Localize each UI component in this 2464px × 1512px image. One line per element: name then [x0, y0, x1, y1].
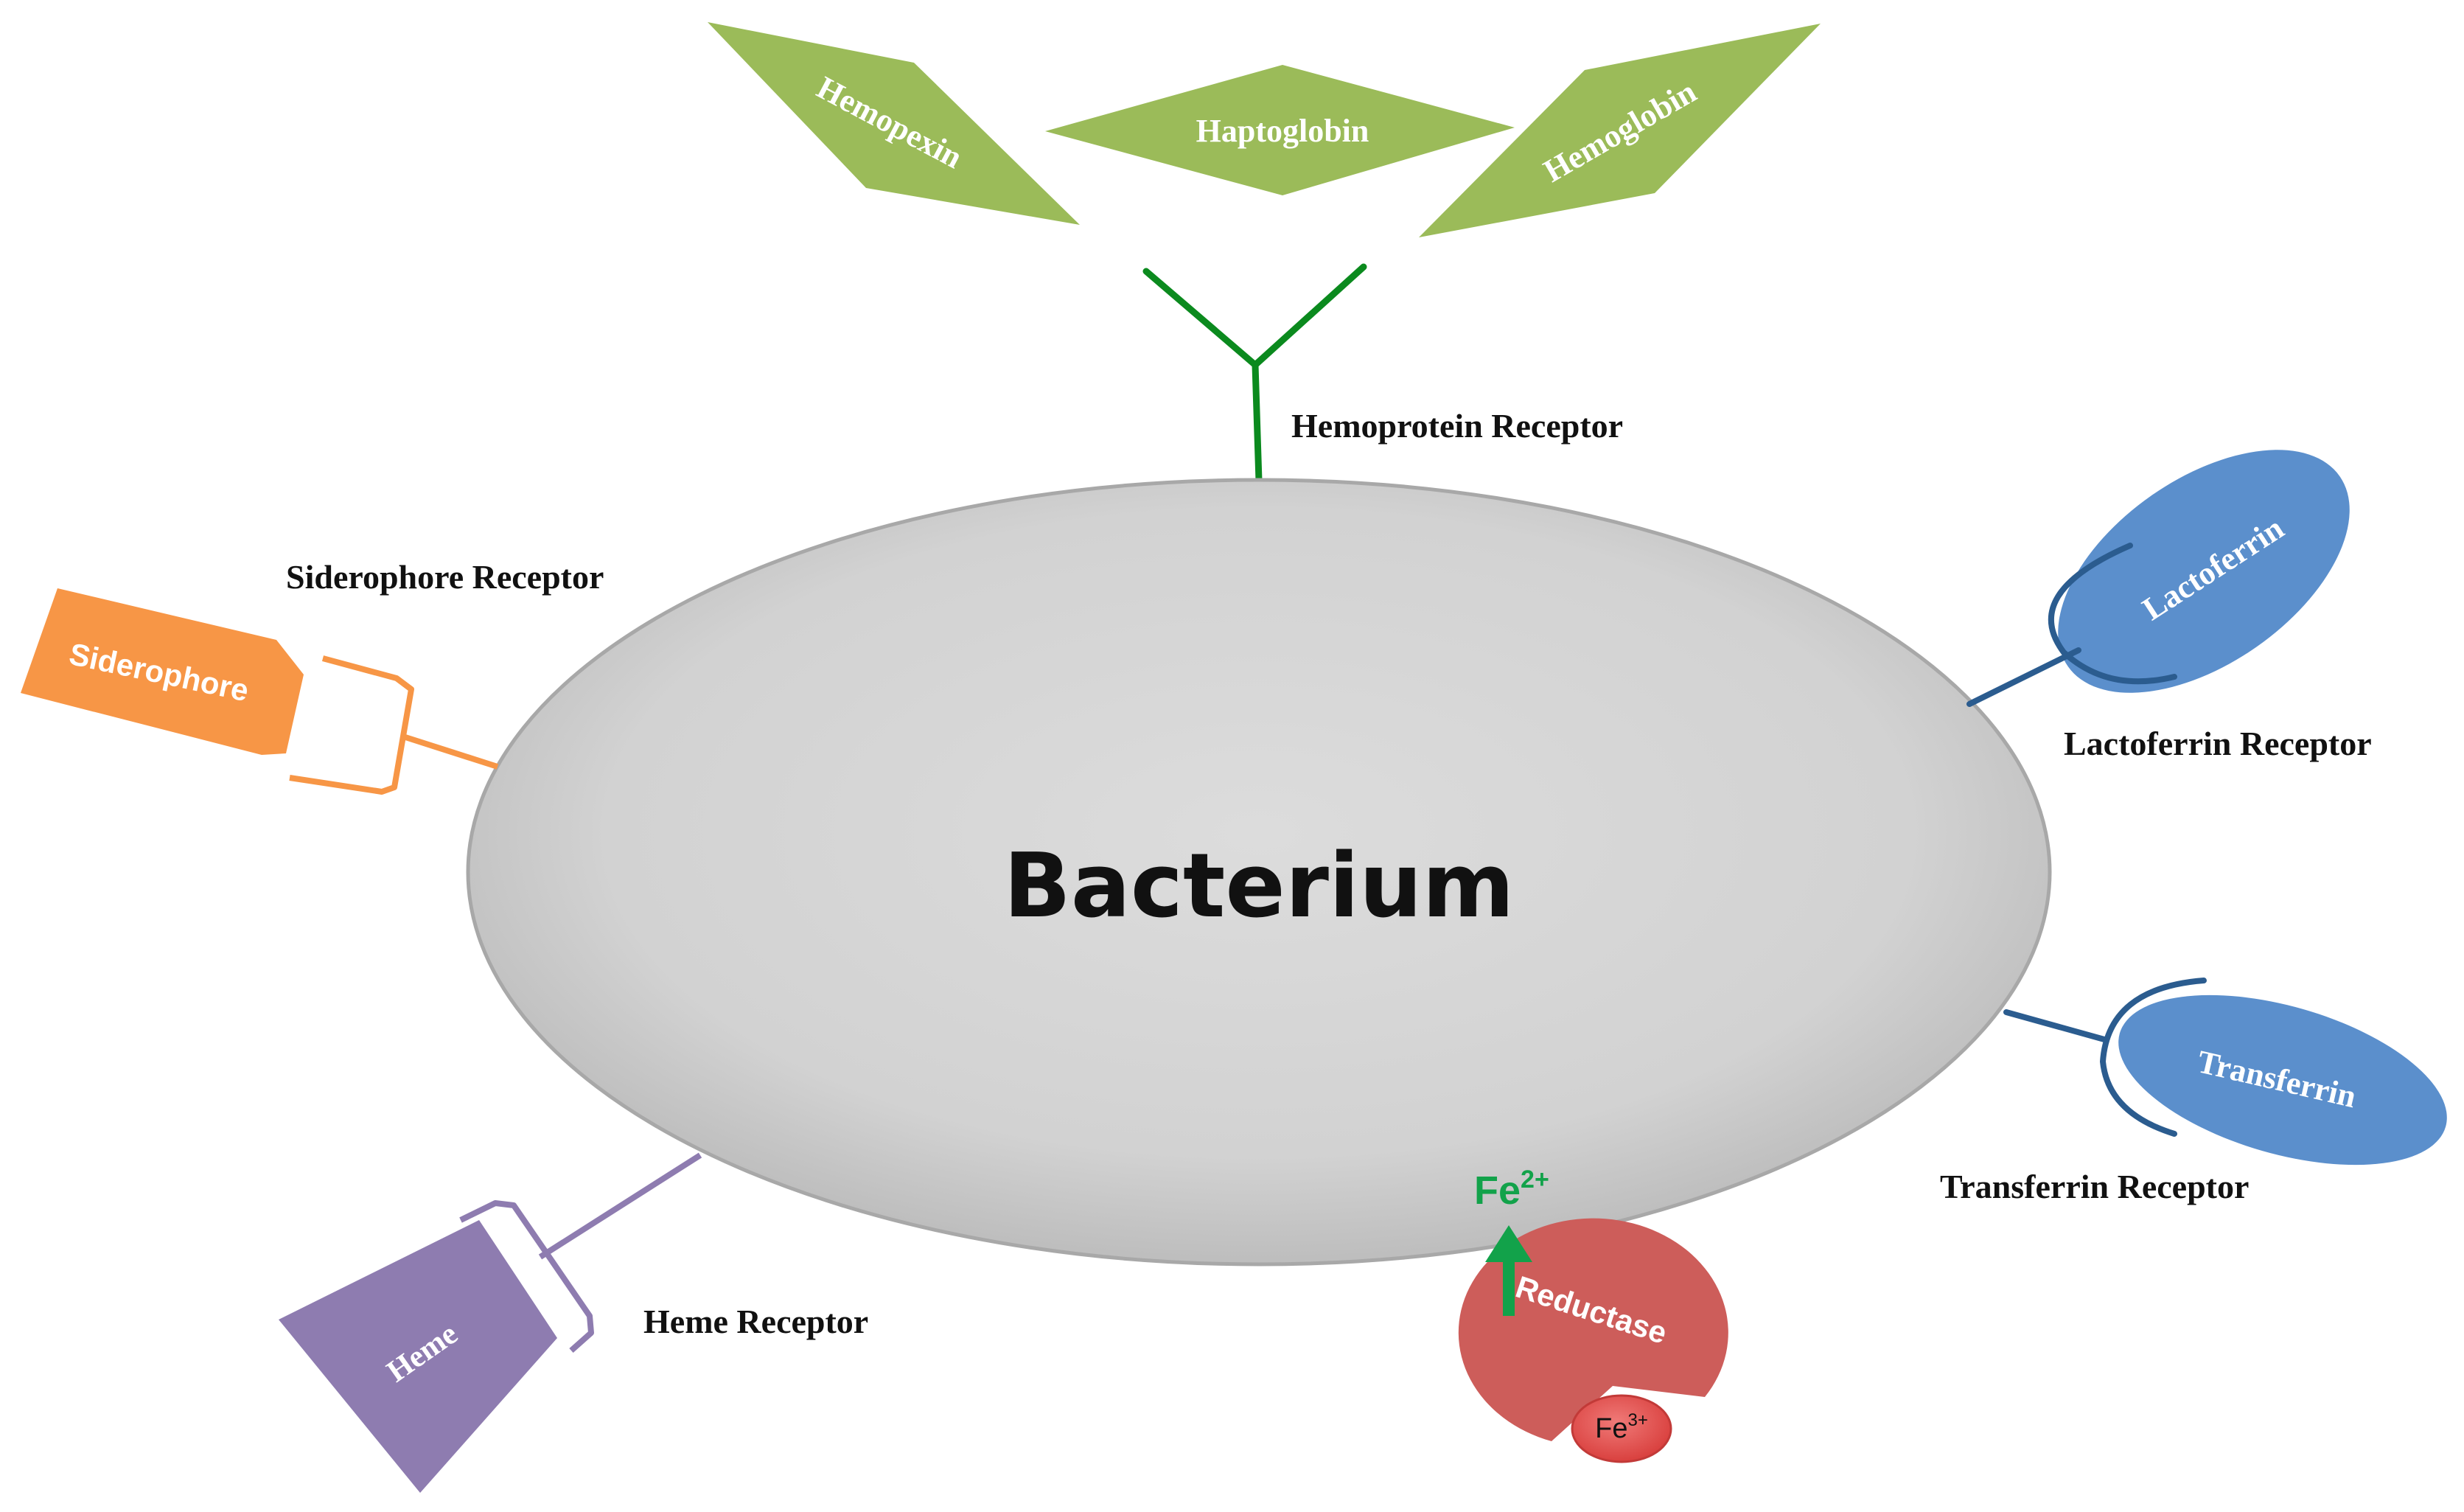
transferrin-receptor-label: Transferrin Receptor [1940, 1168, 2249, 1205]
reduction-arrow [1485, 1225, 1532, 1316]
haptoglobin-ligand: Haptoglobin [1045, 65, 1515, 195]
hemopexin-shape [708, 22, 1080, 225]
transferrin-receptor [2003, 978, 2207, 1137]
transferrin-shape [2118, 994, 2447, 1166]
siderophore-group: Siderophore Siderophore Receptor [21, 558, 604, 795]
haptoglobin-label: Haptoglobin [1196, 113, 1369, 149]
fe2-charge: 2+ [1521, 1166, 1549, 1194]
hemoprotein-receptor-label: Hemoprotein Receptor [1291, 407, 1623, 445]
lactoferrin-group: Lactoferrin Lactoferrin Receptor [1966, 450, 2372, 762]
lactoferrin-receptor [1966, 543, 2177, 707]
hemoglobin-ligand: Hemoglobin [1419, 24, 1821, 237]
heme-shape [279, 1220, 557, 1493]
fe3-charge: 3+ [1627, 1410, 1647, 1430]
reductase-group: Reductase Fe3+ Fe2+ [1458, 1166, 1728, 1463]
reductase-shape [1458, 1218, 1728, 1441]
fe3-ion: Fe3+ [1571, 1394, 1672, 1463]
hemopexin-ligand: Hemopexin [708, 22, 1080, 225]
siderophore-receptor-label: Siderophore Receptor [286, 558, 604, 596]
bacterium-label: Bacterium [1003, 835, 1514, 938]
fe2-base: Fe [1474, 1168, 1521, 1213]
bacterium-cell: Bacterium [466, 478, 2052, 1267]
fe3-base: Fe [1595, 1413, 1627, 1444]
haptoglobin-shape [1045, 65, 1515, 195]
fe3-circle [1571, 1394, 1672, 1463]
hemoglobin-shape [1419, 24, 1821, 237]
hemoprotein-group: Hemopexin Haptoglobin Hemoglobin Hemopro… [708, 22, 1821, 484]
heme-receptor [459, 1152, 702, 1353]
lactoferrin-receptor-label: Lactoferrin Receptor [2064, 725, 2372, 762]
svg-text:Fe2+: Fe2+ [1474, 1166, 1549, 1213]
siderophore-tag-shape [21, 588, 304, 755]
siderophore-receptor [289, 655, 499, 795]
heme-group: Heme Heme Receptor [279, 1152, 868, 1493]
transferrin-group: Transferrin Transferrin Receptor [1940, 978, 2447, 1205]
svg-text:Fe3+: Fe3+ [1595, 1410, 1648, 1444]
heme-receptor-label: Heme Receptor [643, 1303, 868, 1340]
bacterium-membrane [466, 478, 2052, 1267]
lactoferrin-shape [2058, 450, 2350, 693]
hemoprotein-receptor [1142, 263, 1367, 484]
